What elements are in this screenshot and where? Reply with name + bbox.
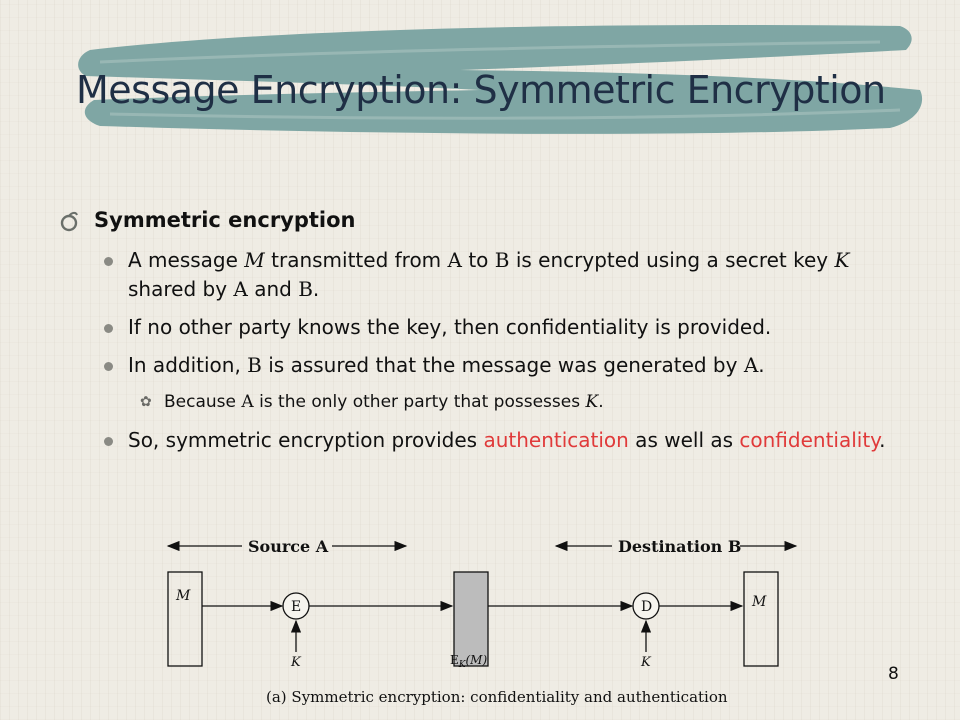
page-number: 8 [888,664,899,684]
bullet-item: If no other party knows the key, then co… [60,313,920,342]
title-area: Message Encryption: Symmetric Encryption [60,10,930,150]
symmetric-encryption-diagram: Source A Destination B M E K EK(M) D K M… [166,537,798,706]
bullet-item: So, symmetric encryption provides authen… [60,426,920,455]
destination-label: Destination B [618,537,741,556]
sub-bullet-item: ✿ Because A is the only other party that… [60,389,920,415]
sub-bullet-icon: ✿ [140,394,152,410]
diagram-caption: (a) Symmetric encryption: confidentialit… [266,688,728,706]
ciphertext-box [453,571,489,667]
round-bullet-icon [104,324,113,333]
text: and [247,277,299,301]
bullet-item: A message M transmitted from A to B is e… [60,246,920,304]
text: . [758,353,765,377]
encrypt-label: E [291,599,301,615]
round-bullet-icon [104,257,113,266]
text: is the only other party that possesses [253,392,586,412]
text: Because [164,392,242,412]
slide-content: Symmetric encryption A message M transmi… [60,208,920,464]
heading-bullet: Symmetric encryption [60,208,920,232]
swirl-bullet-icon [60,210,78,237]
var-b: B [298,277,313,301]
var-a: A [447,248,462,272]
slide-title: Message Encryption: Symmetric Encryption [76,68,886,112]
round-bullet-icon [104,362,113,371]
text: . [598,392,604,412]
var-k: K [585,392,599,412]
text: is assured that the message was generate… [261,353,744,377]
text: . [879,428,886,452]
message-label-right: M [751,594,767,610]
text: as well as [628,428,740,452]
text: shared by [128,277,234,301]
ciphertext-label: EK(M) [450,653,487,670]
brush-stroke-banner [78,25,923,134]
text: is encrypted using a secret key [509,248,835,272]
var-a: A [233,277,248,301]
heading-text: Symmetric encryption [94,208,356,232]
var-b: B [247,353,262,377]
var-a: A [743,353,759,377]
source-label: Source A [248,537,329,556]
text: to [461,248,495,272]
var-a: A [241,392,254,412]
key-label-left: K [290,655,302,670]
var-b: B [494,248,510,272]
text: A message [128,248,245,272]
var-k: K [834,248,850,272]
text: In addition, [128,353,248,377]
text: So, symmetric encryption provides [128,428,484,452]
key-label-right: K [640,655,652,670]
highlight-confidentiality: confidentiality [739,428,880,452]
round-bullet-icon [104,437,113,446]
message-label-left: M [175,588,191,604]
message-box-left [167,571,203,667]
text: If no other party knows the key, then co… [128,315,772,339]
bullet-item: In addition, B is assured that the messa… [60,351,920,380]
decrypt-label: D [641,599,652,615]
message-box-right [743,571,779,667]
highlight-authentication: authentication [483,428,629,452]
var-m: M [244,248,265,272]
text: . [312,277,320,301]
text: transmitted from [264,248,448,272]
